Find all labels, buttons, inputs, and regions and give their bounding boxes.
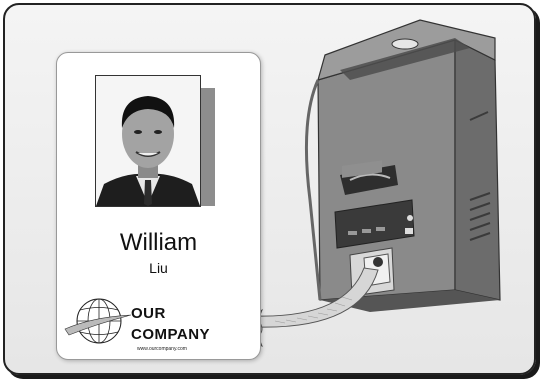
- company-logo: OUR COMPANY www.ourcompany.com: [63, 291, 259, 355]
- person-photo: [95, 75, 201, 207]
- globe-logo-icon: [63, 295, 133, 351]
- badge-last-name: Liu: [57, 260, 260, 276]
- id-badge-card: William Liu OUR COMPANY www.ourcompany.c…: [56, 52, 261, 360]
- logo-url: www.ourcompany.com: [137, 346, 187, 352]
- badge-first-name: William: [57, 229, 260, 257]
- logo-line2: COMPANY: [131, 326, 210, 343]
- logo-line1: OUR: [131, 305, 166, 322]
